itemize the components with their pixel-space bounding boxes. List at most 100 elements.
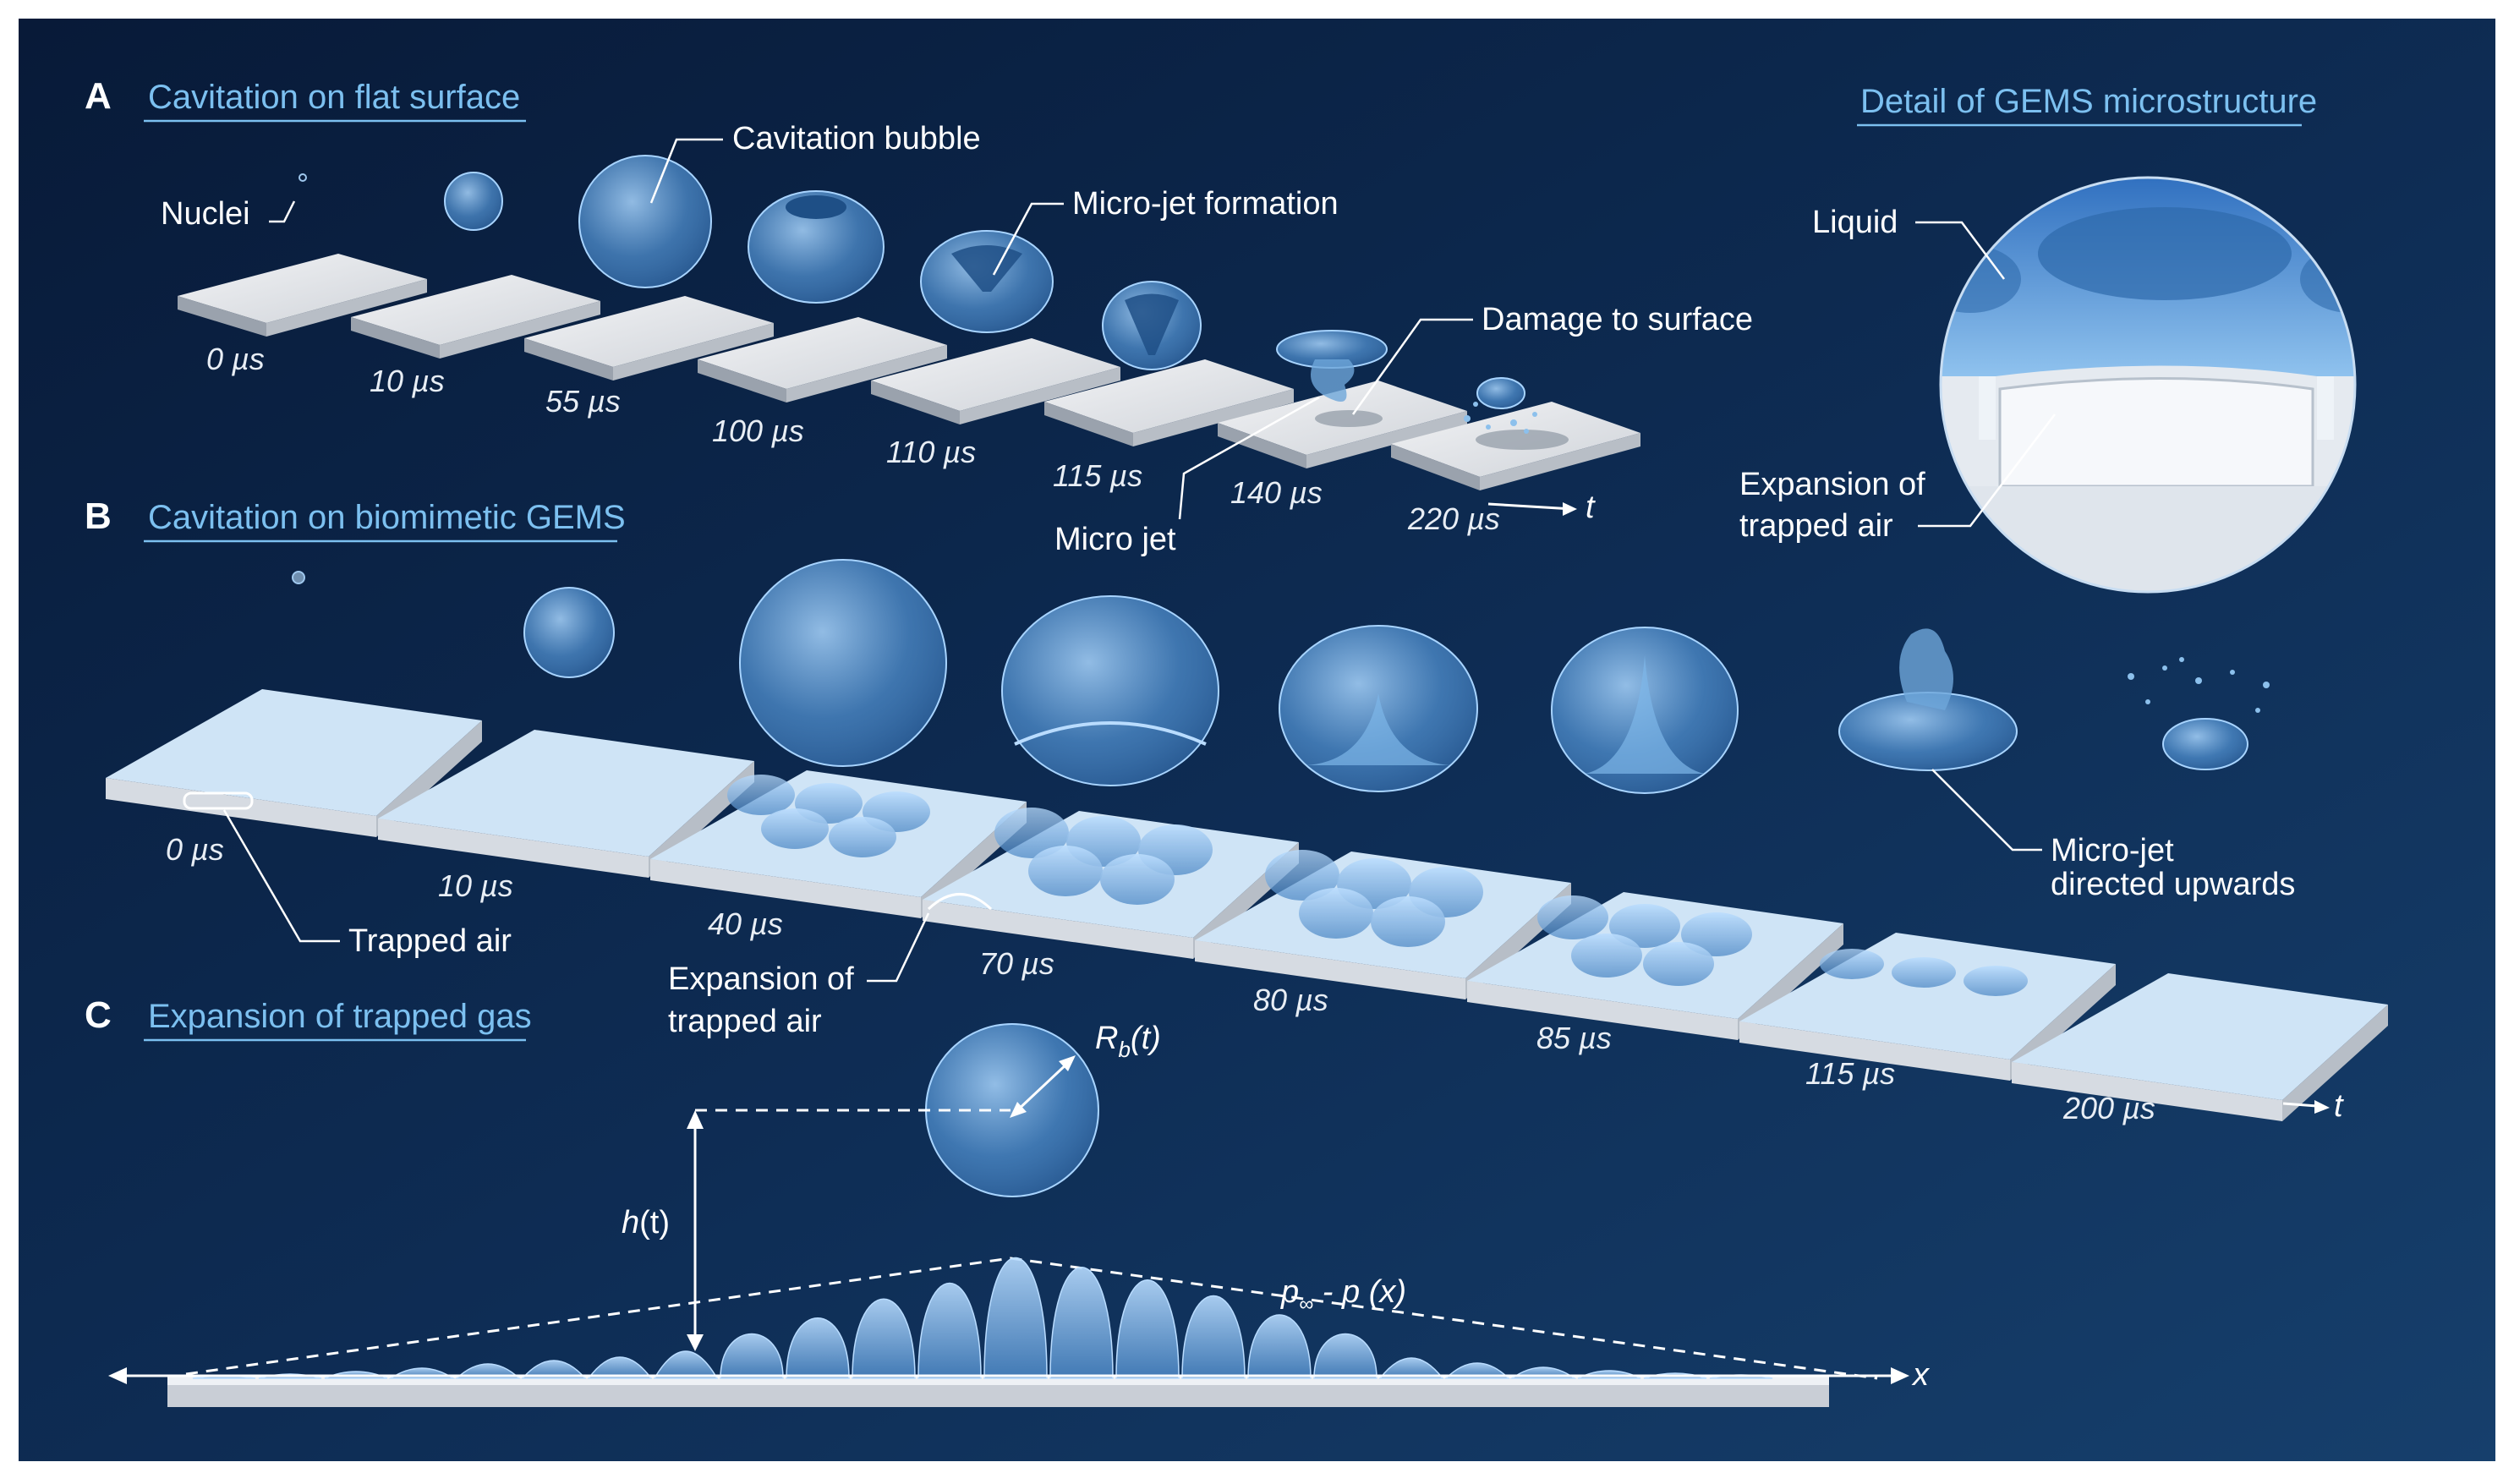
- radius-arrowhead: [1059, 1055, 1076, 1071]
- expansion-bubble: [925, 1023, 1099, 1197]
- label-gems-expansion-2: trapped air: [668, 1004, 822, 1039]
- bubble-toroid: [748, 190, 885, 304]
- bubble-microjet: [1102, 281, 1202, 370]
- bubble-microjet-forming: [920, 230, 1054, 333]
- cavitation-bubble: [578, 155, 712, 288]
- bubble-remnants: [2128, 657, 2270, 770]
- surface-damage: [1315, 410, 1383, 427]
- height-label: h(t): [622, 1205, 670, 1240]
- trapped-air-marker: [183, 791, 254, 810]
- nucleus: [299, 173, 307, 182]
- flat-slab: [871, 338, 1120, 424]
- gems-detail-circle: [1941, 178, 2355, 592]
- label-micro-jet: Micro jet: [1054, 522, 1176, 557]
- time-label: 115 µs: [1053, 458, 1142, 493]
- label-detail-expansion-2: trapped air: [1739, 508, 1893, 544]
- time-label: 10 µs: [370, 364, 445, 398]
- label-damage-to-surface: Damage to surface: [1482, 302, 1753, 337]
- radius-arrowhead-inner: [1010, 1102, 1027, 1118]
- surface-damage: [1476, 430, 1569, 450]
- trapped-gas-substrate-top: [167, 1377, 1829, 1385]
- leader-micro-jet-formation: [992, 202, 1064, 276]
- time-label: 55 µs: [545, 384, 621, 419]
- panel-c-letter: C: [85, 994, 112, 1036]
- leader-cavitation-bubble: [649, 138, 723, 204]
- time-axis-b: [2282, 1102, 2318, 1108]
- time-axis-a-label: t: [1586, 490, 1596, 525]
- bubble-large: [739, 559, 947, 767]
- leader-trapped-air: [222, 809, 340, 943]
- bubble-small: [523, 587, 615, 678]
- x-axis-label: x: [1911, 1357, 1931, 1393]
- bubble-flattening: [1001, 595, 1219, 786]
- flat-slab: [524, 296, 774, 381]
- pressure-profile: [185, 1257, 1878, 1380]
- label-nuclei: Nuclei: [161, 196, 250, 232]
- flat-time-labels: 0 µs 10 µs 55 µs 100 µs 110 µs 115 µs 14…: [206, 342, 1500, 536]
- gems-slab: [2012, 973, 2388, 1121]
- leader-damage-to-surface: [1351, 318, 1473, 415]
- gems-time-labels: 0 µs 10 µs 40 µs 70 µs 80 µs 85 µs 115 µ…: [166, 832, 2155, 1125]
- time-label: 70 µs: [979, 946, 1054, 981]
- label-detail-expansion-1: Expansion of: [1739, 467, 1925, 502]
- time-label: 40 µs: [708, 906, 783, 941]
- time-label: 140 µs: [1230, 475, 1323, 510]
- time-axis-a-arrow: [1563, 502, 1577, 516]
- height-arrowhead-top: [687, 1110, 704, 1129]
- pressure-label: p∞ - p (x): [1280, 1274, 1406, 1316]
- label-liquid: Liquid: [1812, 205, 1898, 240]
- flat-slab: [698, 317, 947, 402]
- time-label: 10 µs: [438, 868, 513, 903]
- panel-b-title: Cavitation on biomimetic GEMS: [148, 499, 626, 536]
- time-label: 110 µs: [886, 435, 976, 469]
- x-axis-arrow-right: [1891, 1367, 1909, 1384]
- detail-title: Detail of GEMS microstructure: [1860, 83, 2317, 120]
- panel-a-title: Cavitation on flat surface: [148, 79, 520, 116]
- flat-bubble-sequence: [299, 155, 1537, 434]
- bubble-burst: [1838, 628, 2018, 771]
- nucleus: [292, 571, 305, 584]
- flat-slab: [178, 254, 427, 337]
- radius-arrow: [1013, 1060, 1071, 1114]
- gems-bubble-sequence: [292, 559, 2270, 794]
- label-gems-expansion-1: Expansion of: [668, 961, 854, 997]
- bubble-small: [444, 172, 503, 231]
- time-axis-b-label: t: [2334, 1088, 2344, 1124]
- detail-circle-border: [1939, 176, 2357, 594]
- bubble-upward-jet-late: [1551, 627, 1739, 794]
- leader-gems-expansion: [867, 912, 930, 983]
- leader-detail-expansion: [1918, 413, 2056, 528]
- time-label: 80 µs: [1253, 983, 1328, 1017]
- time-label: 0 µs: [206, 342, 265, 376]
- bubble-upward-jet: [1279, 625, 1478, 792]
- label-micro-jet-formation: Micro-jet formation: [1072, 186, 1339, 222]
- leader-liquid: [1915, 221, 2006, 280]
- bubble-fragments: [1464, 377, 1537, 434]
- time-label: 115 µs: [1805, 1056, 1895, 1091]
- time-label: 200 µs: [2062, 1091, 2155, 1125]
- panel-b-letter: B: [85, 496, 112, 537]
- radius-label: Rb(t): [1095, 1021, 1161, 1062]
- gems-dome-rows: [727, 775, 2028, 996]
- label-microjet-upwards-2: directed upwards: [2051, 867, 2295, 902]
- bubble-collapse: [1276, 330, 1388, 402]
- height-arrowhead-bottom: [687, 1334, 704, 1351]
- panel-c-title: Expansion of trapped gas: [148, 998, 532, 1035]
- leader-microjet-upwards: [1931, 769, 2042, 852]
- time-axis-b-arrow: [2314, 1100, 2330, 1114]
- time-label: 100 µs: [712, 413, 804, 448]
- x-axis-arrow-left: [108, 1367, 127, 1384]
- flat-surface-slabs: [178, 254, 1640, 490]
- flat-slab: [1044, 359, 1294, 446]
- time-axis-a: [1487, 502, 1574, 511]
- time-label: 0 µs: [166, 832, 224, 867]
- gems-slabs: [106, 689, 2388, 1121]
- panel-a-letter: A: [85, 75, 112, 117]
- time-label: 220 µs: [1407, 501, 1500, 536]
- label-microjet-upwards-1: Micro-jet: [2051, 833, 2174, 868]
- flat-slab: [351, 275, 600, 359]
- leader-micro-jet: [1178, 396, 1320, 520]
- expansion-marker: [927, 893, 993, 911]
